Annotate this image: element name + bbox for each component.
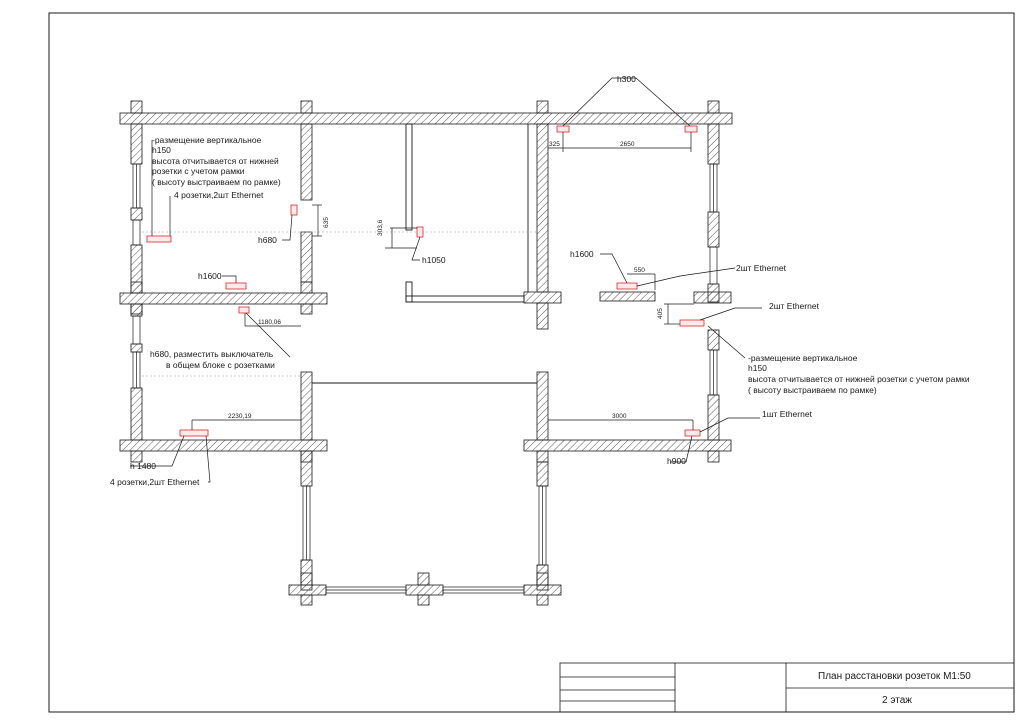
label-sockets-bottom: 4 розетки,2шт Ethernet [110, 477, 200, 487]
label-eth2-b: 2шт Ethernet [769, 301, 820, 311]
note-vertical-left-4: розетки с учетом рамки [152, 166, 245, 176]
label-dim-2650: 2650 [620, 141, 635, 148]
label-h1600-left: h1600 [198, 271, 222, 281]
partitions [312, 123, 537, 384]
note-vertical-left-3: высота отчитывается от нижней [152, 156, 279, 166]
drawing-title: План расстановки розеток М1:50 [818, 671, 971, 682]
note-vertical-right-1: -размещение вертикальное [748, 353, 858, 363]
label-dim-325: 325 [549, 141, 560, 148]
note-vertical-right-2: h150 [748, 363, 767, 373]
annotation-labels: h300 325 2650 -размещение вертикальное h… [110, 74, 970, 487]
label-eth1: 1шт Ethernet [762, 409, 813, 419]
note-vertical-right-4: ( высоту выстраиваем по рамке) [748, 385, 877, 395]
label-dim-550: 550 [634, 267, 645, 274]
socket-block-icon [225, 282, 247, 290]
socket-block-icon [684, 125, 698, 133]
socket-block-icon [616, 282, 638, 290]
title-block [559, 662, 1015, 713]
socket-block-icon [684, 429, 701, 437]
socket-block-icon [290, 204, 298, 216]
sheet-frame [48, 12, 1015, 713]
socket-block-icon [556, 125, 570, 133]
note-vertical-left-1: -размещение вертикальное [152, 135, 262, 145]
window-symbol [132, 163, 718, 594]
leaders [130, 77, 762, 483]
socket-block-icon [416, 226, 424, 238]
label-dim-1180-06: 1180,06 [258, 319, 281, 326]
note-vertical-right-3: высота отчитывается от нижней розетки с … [748, 374, 970, 384]
label-h1480: h 1480 [130, 461, 156, 471]
label-dim-635: 635 [323, 217, 330, 228]
label-dim-2230-19: 2230,19 [228, 413, 252, 420]
label-h680-a: h680 [258, 235, 277, 245]
socket-blocks [146, 125, 705, 437]
socket-block-icon [679, 319, 705, 327]
label-dim-3000: 3000 [612, 413, 627, 420]
label-h1600-right: h1600 [570, 249, 594, 259]
label-h300: h300 [617, 74, 636, 84]
label-dim-303-6: 303,6 [377, 219, 384, 236]
label-eth2-a: 2шт Ethernet [736, 263, 787, 273]
socket-block-icon [146, 235, 172, 243]
label-h900: h900 [667, 456, 686, 466]
note-vertical-left-2: h150 [152, 145, 171, 155]
label-h1050: h1050 [422, 255, 446, 265]
label-sockets-top: 4 розетки,2шт Ethernet [174, 190, 264, 200]
note-vertical-left-5: ( высоту выстраиваем по рамке) [152, 177, 281, 187]
note-switch-2: в общем блоке с розетками [166, 360, 275, 370]
drawing-floor: 2 этаж [882, 695, 912, 706]
socket-block-icon [238, 306, 250, 314]
label-dim-405: 405 [657, 308, 664, 319]
note-switch-1: h680, разместить выключатель [150, 349, 274, 359]
dashed-guides [142, 231, 537, 377]
walls [119, 100, 733, 606]
socket-block-icon [179, 429, 209, 437]
